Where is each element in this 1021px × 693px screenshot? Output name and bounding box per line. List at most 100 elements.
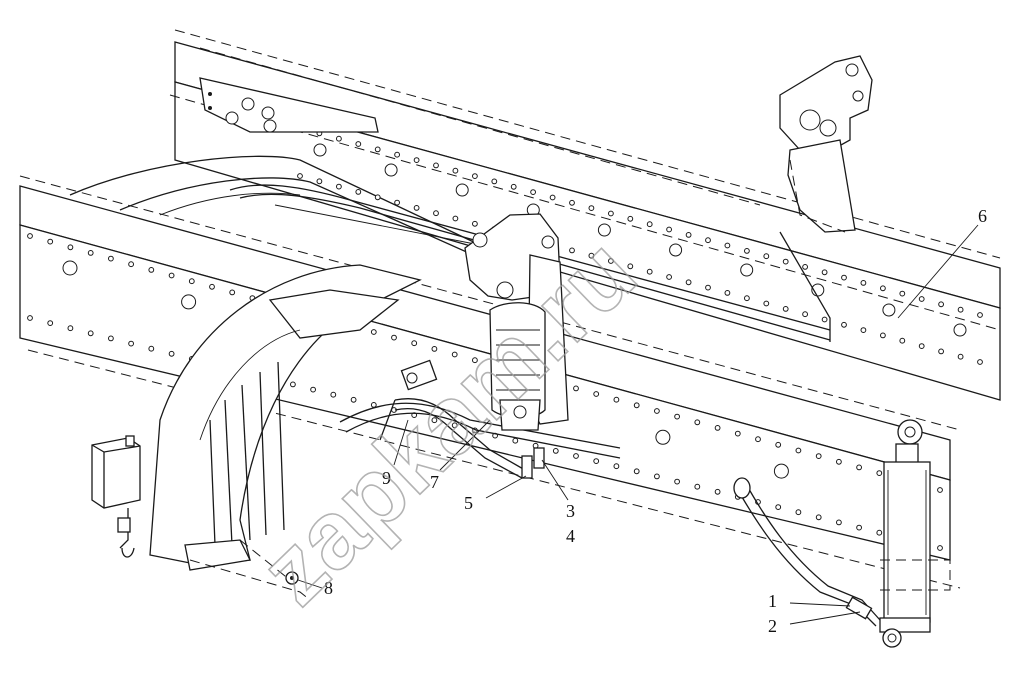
rivet-hole (977, 312, 983, 318)
callout-4: 4 (566, 526, 575, 546)
rivet-hole (856, 464, 862, 471)
rivet-hole (87, 250, 94, 256)
callout-9: 9 (382, 468, 391, 488)
rivet-hole (937, 545, 943, 551)
rear-hinge-mechanism (779, 55, 873, 233)
rivet-hole (775, 504, 782, 511)
rivet-hole (413, 205, 420, 211)
rivet-hole (836, 519, 842, 526)
rivet-hole (633, 468, 640, 475)
rivet-hole (763, 253, 770, 260)
rivet-hole (856, 524, 862, 531)
rivet-hole (491, 178, 498, 185)
rivet-hole (316, 178, 323, 185)
rivet-hole (773, 463, 789, 479)
rivet-hole (451, 422, 458, 429)
rivet-hole (608, 258, 614, 264)
rivet-hole (297, 173, 303, 179)
rivet-hole (669, 243, 683, 257)
rivet-hole (394, 151, 401, 158)
rivet-hole (674, 478, 680, 485)
valve-block (379, 359, 545, 479)
rivet-hole (685, 232, 692, 238)
rivet-hole (209, 283, 215, 290)
rivet-hole (452, 167, 459, 174)
callout-2: 2 (768, 616, 777, 636)
rivet-hole (876, 529, 883, 536)
rivet-hole (654, 473, 660, 480)
rivet-hole (627, 263, 634, 270)
rivet-hole (530, 189, 536, 196)
rivet-hole (330, 391, 337, 398)
rivet-hole (782, 306, 789, 312)
rivet-hole (431, 417, 438, 424)
rivet-hole (188, 278, 195, 285)
rivet-hole (724, 290, 731, 296)
rivet-hole (47, 320, 54, 327)
rivet-hole (593, 391, 600, 397)
rivet-hole (290, 381, 296, 388)
rivet-hole (229, 289, 236, 296)
rivet-hole (313, 143, 327, 157)
rivet-hole (734, 430, 741, 437)
rivet-hole (957, 353, 964, 360)
rivet-hole (27, 233, 33, 239)
rivet-hole (573, 453, 579, 459)
rivet-hole (744, 295, 750, 302)
rivet-hole (714, 425, 721, 431)
rivet-hole (654, 408, 660, 414)
rivet-hole (336, 183, 342, 190)
rivet-hole (918, 296, 925, 302)
rivet-hole (815, 514, 822, 521)
rivet-hole (411, 340, 418, 347)
callout-3: 3 (566, 501, 575, 521)
rivet-hole (374, 146, 381, 153)
rivet-hole (608, 210, 614, 217)
rivet-hole (882, 303, 896, 317)
rivet-hole (795, 447, 802, 454)
rivet-hole (821, 269, 828, 276)
tilt-cylinder (879, 419, 951, 648)
leader-lines (297, 224, 979, 625)
rivet-hole (937, 487, 943, 493)
rivet-hole (899, 337, 906, 344)
rivet-hole (62, 260, 78, 276)
rivet-hole (821, 316, 828, 323)
rivet-hole (472, 357, 478, 364)
rivet-hole (597, 223, 611, 237)
rivet-hole (181, 294, 197, 310)
mount-bracket (199, 77, 379, 133)
rivet-hole (705, 237, 711, 244)
rivet-hole (552, 448, 559, 454)
rivet-hole (355, 189, 362, 195)
fender (149, 264, 422, 601)
rivet-hole (755, 436, 761, 443)
rivet-hole (666, 226, 672, 233)
rivet-hole (128, 261, 135, 268)
rivet-hole (569, 199, 575, 206)
rivet-hole (108, 335, 114, 342)
rivet-hole (108, 255, 114, 262)
callout-labels: 1 2 3 4 5 6 7 8 9 (324, 206, 987, 636)
rivet-hole (452, 215, 459, 222)
rivet-hole (763, 300, 770, 307)
rivet-hole (899, 290, 906, 297)
rivet-hole (646, 268, 653, 275)
rivet-hole (374, 194, 381, 201)
front-hinge-mechanism (464, 213, 569, 431)
rivet-hole (472, 220, 478, 227)
rivet-hole (588, 252, 595, 259)
rivet-hole (593, 458, 600, 465)
rivet-hole (938, 348, 944, 355)
rivet-hole (795, 509, 802, 516)
rivet-hole (957, 306, 964, 313)
callout-1: 1 (768, 591, 777, 611)
rivet-hole (880, 285, 886, 292)
hydraulic-lines (229, 184, 831, 459)
rivet-hole (705, 284, 711, 291)
rivet-hole (391, 334, 397, 341)
rivet-hole (802, 264, 808, 270)
rivet-hole (370, 402, 377, 408)
rivet-hole (714, 488, 721, 495)
rivet-hole (67, 325, 74, 332)
